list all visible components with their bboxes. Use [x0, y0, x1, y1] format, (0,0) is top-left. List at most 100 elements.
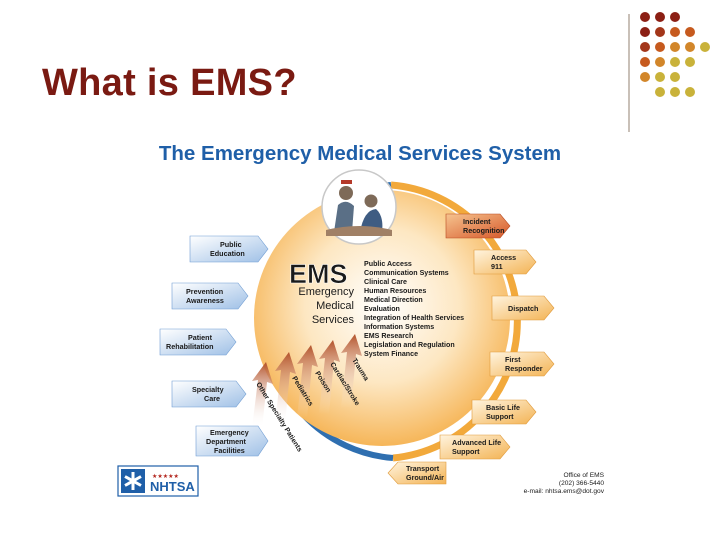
step-line1: Patient	[188, 333, 213, 342]
component-item: Public Access	[364, 260, 412, 268]
step-line2: Department	[206, 437, 247, 446]
specialty-arrows	[252, 334, 362, 428]
decorative-dot	[655, 57, 665, 67]
decorative-dot	[655, 87, 665, 97]
step-line2: Rehabilitation	[166, 342, 214, 351]
step-box	[445, 213, 511, 239]
decorative-dot	[670, 57, 680, 67]
step-line1: Advanced Life	[452, 438, 501, 447]
step-line1: Basic Life	[486, 403, 520, 412]
office-email: e-mail: nhtsa.ems@dot.gov	[524, 488, 605, 495]
decorative-dot	[670, 12, 680, 22]
components-list: Public Access Communication Systems Clin…	[364, 260, 464, 358]
step-line2: Support	[486, 412, 514, 421]
step-line2: Education	[210, 249, 245, 258]
component-item: System Finance	[364, 350, 418, 358]
nhtsa-logo: NHTSA ★★★★★	[117, 465, 199, 497]
component-item: Communication Systems	[364, 269, 449, 277]
cycle-step-access-911: Access 911	[473, 249, 537, 275]
component-item: Legislation and Regulation	[364, 341, 455, 349]
diagram-heading: The Emergency Medical Services System	[159, 142, 561, 165]
step-line2: Care	[204, 394, 220, 403]
step-line1: First	[505, 355, 521, 364]
decorative-dot	[685, 87, 695, 97]
step-line2: Responder	[505, 364, 543, 373]
star-of-life-icon-lines	[124, 472, 142, 490]
step-box	[171, 282, 249, 310]
center-label-line3: Services	[312, 314, 355, 326]
cycle-step-dispatch: Dispatch	[491, 295, 555, 321]
step-line1: Public	[220, 240, 242, 249]
step-line3: Facilities	[214, 446, 245, 455]
step-line1: Specialty	[192, 385, 224, 394]
arrow-shape	[341, 334, 362, 408]
decorative-dot-grid	[640, 12, 720, 112]
step-line1: Incident	[463, 217, 491, 226]
cycle-step-emergency-department: Emergency Department Facilities	[195, 425, 269, 457]
cycle-step-patient-rehabilitation: Patient Rehabilitation	[159, 328, 237, 356]
decorative-dot	[640, 57, 650, 67]
decorative-dot	[655, 42, 665, 52]
office-phone: (202) 366-5440	[559, 480, 604, 487]
step-box	[195, 425, 269, 457]
step-box	[473, 249, 537, 275]
cycle-step-advanced-life-support: Advanced Life Support	[439, 434, 511, 460]
decorative-dot	[670, 87, 680, 97]
decorative-dot	[685, 42, 695, 52]
arrow-shape	[319, 340, 340, 414]
center-disc	[254, 190, 510, 446]
center-label-line1: Emergency	[298, 286, 354, 298]
decorative-dot	[685, 27, 695, 37]
step-line1: Access	[491, 253, 516, 262]
step-box	[471, 399, 537, 425]
responders-illustration-icon	[326, 180, 392, 236]
component-item: Evaluation	[364, 305, 400, 313]
center-label-line2: Medical	[316, 300, 354, 312]
step-box	[489, 351, 555, 377]
center-acronym: EMS	[289, 259, 348, 289]
decorative-dot	[640, 27, 650, 37]
decorative-dot	[670, 42, 680, 52]
step-line1: Prevention	[186, 287, 223, 296]
arrow-shape	[275, 352, 296, 424]
step-box	[491, 295, 555, 321]
decorative-dot	[640, 42, 650, 52]
step-line2: Ground/Air	[406, 473, 444, 482]
step-line2: Awareness	[186, 296, 224, 305]
cycle-step-basic-life-support: Basic Life Support	[471, 399, 537, 425]
component-item: Clinical Care	[364, 278, 407, 286]
decorative-dot	[670, 27, 680, 37]
cycle-step-public-education: Public Education	[189, 235, 269, 263]
cycle-step-first-responder: First Responder	[489, 351, 555, 377]
decorative-dot	[655, 27, 665, 37]
component-item: Integration of Health Services	[364, 314, 464, 322]
arrow-shape	[297, 345, 318, 418]
step-line1: Transport	[406, 464, 440, 473]
agency-name: NHTSA	[150, 479, 195, 494]
step-box	[439, 434, 511, 460]
decorative-dot	[640, 72, 650, 82]
cycle-step-transport: Transport Ground/Air	[387, 461, 447, 485]
step-line2: Support	[452, 447, 480, 456]
step-line2: 911	[491, 262, 503, 271]
step-box	[189, 235, 269, 263]
decorative-dot	[685, 57, 695, 67]
step-box	[171, 380, 247, 408]
component-item: Information Systems	[364, 323, 434, 331]
step-line1: Dispatch	[508, 304, 538, 313]
component-item: EMS Research	[364, 332, 413, 340]
decorative-dot	[655, 72, 665, 82]
decorative-dot	[700, 42, 710, 52]
component-item: Medical Direction	[364, 296, 423, 304]
step-line2: Recognition	[463, 226, 505, 235]
cycle-step-incident-recognition: Incident Recognition	[445, 213, 511, 239]
office-name: Office of EMS	[563, 472, 604, 479]
decorative-dot	[655, 12, 665, 22]
title-divider	[628, 14, 630, 132]
cycle-step-specialty-care: Specialty Care	[171, 380, 247, 408]
step-box	[387, 461, 447, 485]
component-item: Human Resources	[364, 287, 426, 295]
decorative-dot	[670, 72, 680, 82]
slide-title: What is EMS?	[42, 62, 297, 104]
